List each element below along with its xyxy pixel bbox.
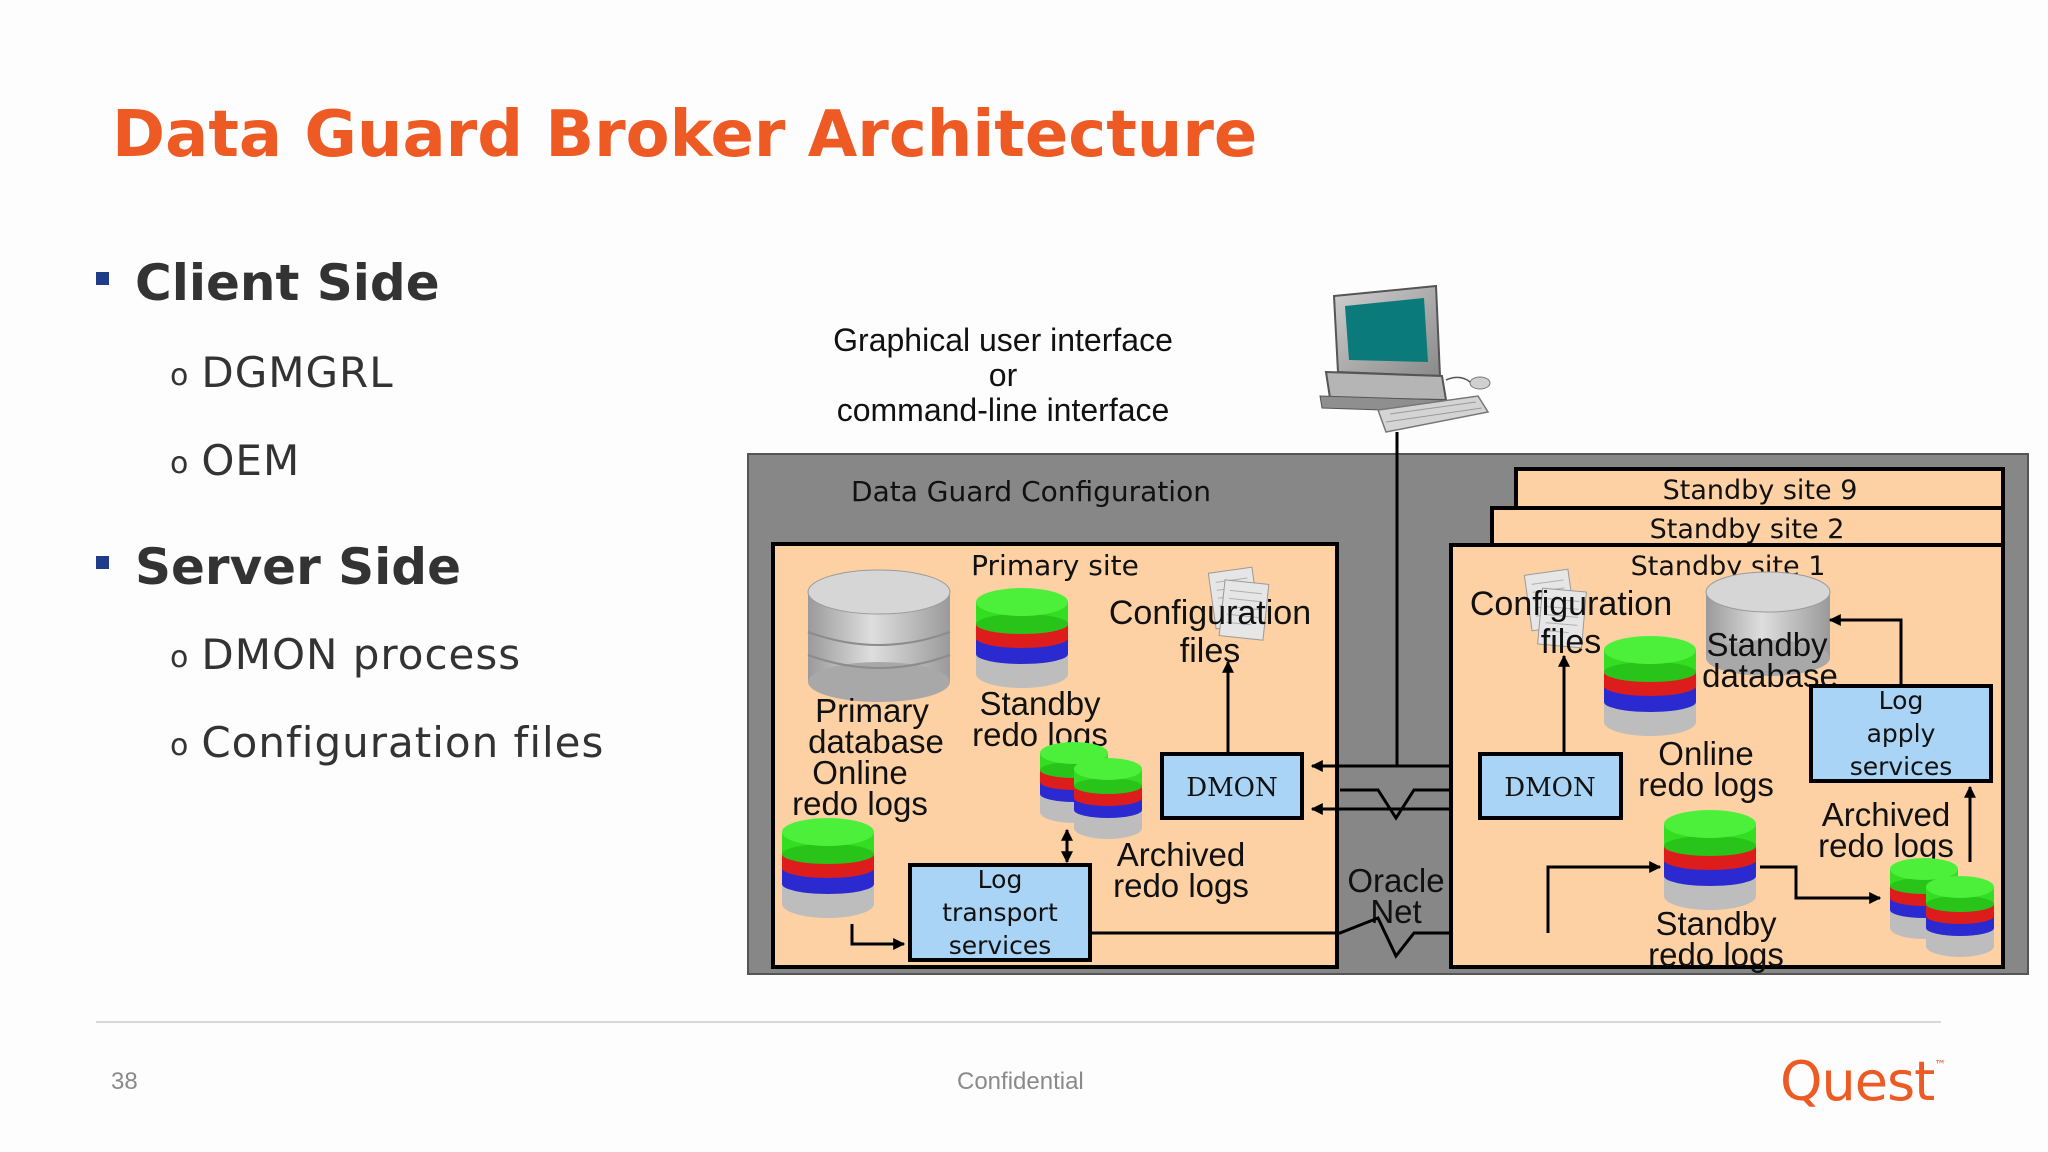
primary-archived-label-2: redo logs	[1113, 867, 1249, 904]
oracle-net-upper-zigzag	[1340, 788, 1450, 821]
standby-online-redo-logs-icon	[1604, 636, 1696, 736]
page-number: 38	[111, 1068, 138, 1095]
standby-database-label-1: Standby	[1706, 626, 1828, 663]
ui-caption-line2: or	[989, 357, 1018, 393]
standby-archived-redo-icon-2	[1926, 876, 1994, 957]
log-apply-services-box	[1809, 684, 1993, 783]
confidential-label: Confidential	[957, 1068, 1084, 1095]
primary-standby-redo-logs-icon	[976, 588, 1068, 688]
computer-icon	[1319, 284, 1491, 433]
log-apply-label-3: services	[1850, 752, 1953, 781]
bullet-label: Server Side	[135, 538, 462, 596]
log-transport-label-3: services	[949, 931, 1052, 960]
standby-dmon-label: DMON	[1504, 773, 1596, 803]
primary-standby-redo-label-1: Standby	[979, 685, 1101, 722]
standby-config-files-label-2: files	[1541, 623, 1601, 661]
standby-site-2-label: Standby site 2	[1650, 514, 1845, 545]
bullet-square-icon	[96, 556, 109, 569]
oracle-net-label-2: Net	[1370, 893, 1421, 930]
standby-dmon-box	[1478, 752, 1623, 820]
log-transport-label-1: Log	[978, 865, 1023, 894]
slide-title: Data Guard Broker Architecture	[112, 98, 1258, 172]
circle-bullet-icon: o	[170, 728, 190, 763]
standby-config-files-label-1: Configuration	[1470, 585, 1672, 623]
primary-archived-label-1: Archived	[1117, 836, 1245, 873]
bullet-square-icon	[96, 272, 109, 285]
ui-caption-line1: Graphical user interface	[833, 322, 1173, 358]
primary-archived-redo-icon-2	[1074, 758, 1142, 839]
bullet-client-side: Client Side	[96, 254, 440, 312]
online-redo-to-transport-arrow	[850, 924, 906, 950]
bullet-server-side: Server Side	[96, 538, 461, 596]
standby-online-redo-label-1: Online	[1658, 735, 1753, 772]
ui-caption-line3: command-line interface	[837, 392, 1170, 428]
standby-archived-label-2: redo logs	[1818, 827, 1954, 864]
standby-redo-to-archived-arrow	[1760, 865, 1882, 904]
primary-config-files-label-2: files	[1180, 632, 1240, 670]
log-apply-to-database-arrow	[1828, 614, 1903, 686]
primary-database-icon	[807, 569, 951, 702]
standby-redo-logs-icon	[1664, 810, 1756, 910]
primary-online-redo-label-1: Online	[812, 754, 907, 791]
circle-bullet-icon: o	[170, 358, 190, 393]
primary-database-label-1: Primary	[815, 692, 929, 729]
standby-site-9-label: Standby site 9	[1663, 475, 1858, 506]
quest-logo: Quest™	[1780, 1050, 1946, 1113]
circle-bullet-icon: o	[170, 446, 190, 481]
primary-config-files-label-1: Configuration	[1109, 594, 1311, 632]
transport-to-standby-redo-arrow	[1546, 861, 1662, 933]
log-apply-label-2: apply	[1867, 719, 1936, 748]
circle-bullet-icon: o	[170, 640, 190, 675]
primary-online-redo-logs-icon	[782, 818, 874, 918]
log-transport-services-box	[908, 863, 1092, 962]
standby-online-redo-label-2: redo logs	[1638, 766, 1774, 803]
bullet-label: Client Side	[135, 254, 440, 312]
primary-online-redo-label-2: redo logs	[792, 785, 928, 822]
config-label: Data Guard Configuration	[851, 475, 1211, 508]
standby-redo-label-1: Standby	[1655, 905, 1777, 942]
primary-dmon-box	[1160, 752, 1304, 820]
footer-divider	[96, 1021, 1941, 1023]
log-transport-label-2: transport	[942, 898, 1058, 927]
primary-site-label: Primary site	[971, 549, 1139, 582]
primary-dmon-label: DMON	[1186, 773, 1278, 803]
oracle-net-label-1: Oracle	[1347, 862, 1444, 899]
standby-archived-label-1: Archived	[1822, 796, 1950, 833]
standby-database-icon	[1705, 571, 1831, 676]
primary-database-label-2: database	[808, 723, 944, 760]
log-apply-label-1: Log	[1879, 686, 1924, 715]
standby-redo-label-2: redo logs	[1648, 936, 1784, 973]
